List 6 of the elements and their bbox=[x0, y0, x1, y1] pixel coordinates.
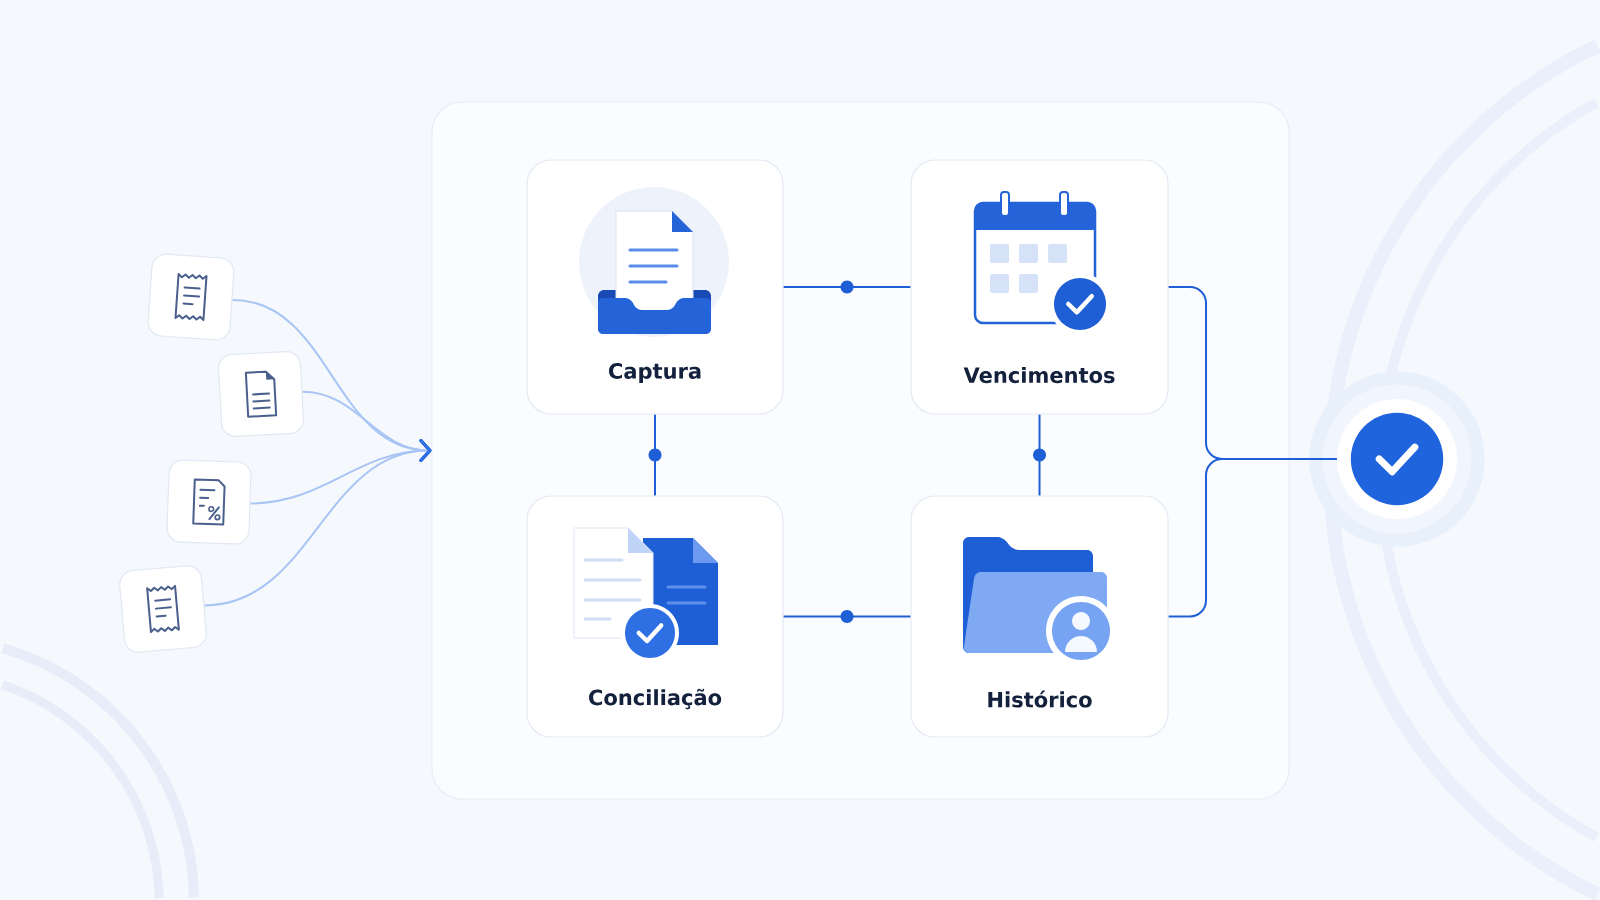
connector-line bbox=[782, 286, 912, 288]
connector-line bbox=[654, 413, 656, 497]
connector-line bbox=[782, 615, 912, 618]
connector-line bbox=[1038, 413, 1041, 497]
arrow bbox=[203, 439, 432, 607]
connector-line bbox=[1167, 458, 1338, 618]
